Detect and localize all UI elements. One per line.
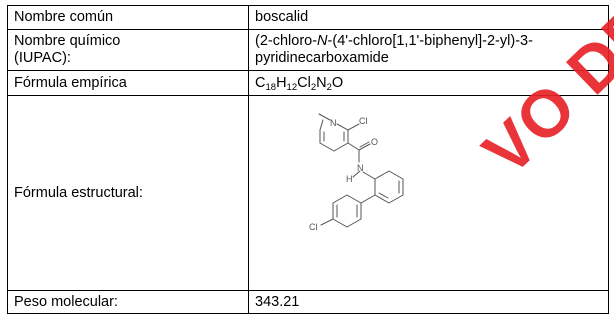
chemical-name-italic: N	[317, 33, 328, 49]
molecular-weight-label: Peso molecular:	[7, 290, 249, 314]
atom-h: H	[346, 174, 353, 184]
properties-table: Nombre común boscalid Nombre químico(IUP…	[7, 5, 609, 314]
atom-n-ring: N	[330, 118, 337, 128]
formula-subscript: 18	[265, 81, 277, 93]
atom-cl-top: Cl	[359, 116, 368, 126]
empirical-formula: C18H12Cl2N2O	[255, 74, 344, 93]
empirical-formula-value: C18H12Cl2N2O	[248, 70, 609, 96]
chemical-name-label-line2: (IUPAC):	[14, 50, 71, 66]
atom-cl-bottom: Cl	[309, 222, 318, 232]
table-row-structural-formula: Fórmula estructural:	[7, 95, 609, 291]
formula-element: O	[331, 74, 344, 91]
bond-biphenyl	[360, 194, 376, 204]
bond-cl-bottom	[320, 218, 334, 226]
atom-o: O	[371, 137, 378, 147]
empirical-formula-label: Fórmula empírica	[7, 70, 249, 96]
chemical-name-part1: (2-chloro-	[255, 33, 318, 49]
formula-subscript: 2	[310, 81, 317, 93]
table-row-common-name: Nombre común boscalid	[7, 5, 609, 30]
pyridine-ring	[318, 113, 349, 152]
atom-n-amide: N	[357, 163, 364, 173]
common-name-value: boscalid	[248, 5, 609, 30]
structural-formula-cell: N Cl O N H Cl	[248, 95, 609, 291]
molecular-weight-value: 343.21	[248, 290, 609, 314]
amide-group	[347, 141, 376, 180]
chemical-name-label-line1: Nombre químico	[14, 33, 121, 49]
common-name-label: Nombre común	[7, 5, 249, 30]
bond-cl-top	[347, 123, 360, 131]
formula-element: C	[255, 74, 266, 91]
formula-element: Cl	[297, 74, 311, 91]
formula-subscript: 12	[286, 81, 298, 93]
chemical-name-label: Nombre químico(IUPAC):	[7, 29, 249, 71]
table-row-chemical-name: Nombre químico(IUPAC): (2-chloro-N-(4'-c…	[7, 29, 609, 71]
phenyl-ring-lower	[332, 194, 362, 228]
structural-formula-diagram: N Cl O N H Cl	[309, 113, 404, 232]
formula-element: N	[316, 74, 327, 91]
formula-subscript: 2	[326, 81, 332, 93]
table-row-empirical-formula: Fórmula empírica C18H12Cl2N2O	[7, 70, 609, 96]
structural-formula-label: Fórmula estructural:	[7, 95, 249, 291]
phenyl-ring-upper	[374, 170, 404, 204]
chemical-name-part2: -(4'-chloro[1,1'-biphenyl]-2-yl)-3-pyrid…	[255, 33, 533, 66]
chemical-name-value: (2-chloro-N-(4'-chloro[1,1'-biphenyl]-2-…	[248, 29, 609, 71]
formula-element: H	[276, 74, 287, 91]
table-row-molecular-weight: Peso molecular: 343.21	[7, 290, 609, 314]
